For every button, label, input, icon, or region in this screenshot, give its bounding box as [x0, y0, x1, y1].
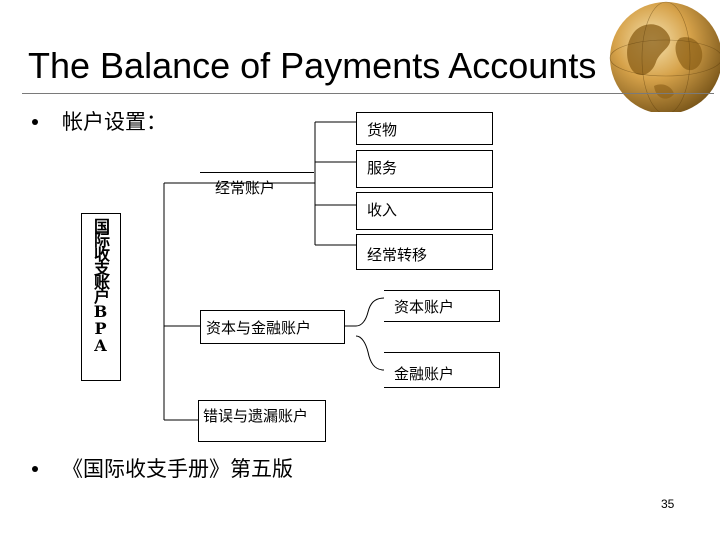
income-box: 收入: [356, 192, 493, 230]
slide-title: The Balance of Payments Accounts: [28, 45, 597, 86]
current-account-node: 经常账户: [200, 172, 314, 204]
errors-omissions-label: 错误与遗漏账户: [203, 407, 309, 425]
bpa-root-box: 国际收支账户BPA: [81, 213, 121, 381]
bpa-root-label: 国际收支账户BPA: [91, 218, 110, 353]
goods-label: 货物: [367, 121, 398, 139]
globe-icon: [609, 1, 720, 112]
capital-account-box: 资本账户: [384, 290, 500, 322]
title-divider: [22, 93, 714, 94]
current-transfers-label: 经常转移: [367, 246, 428, 264]
income-label: 收入: [367, 201, 398, 219]
current-account-label: 经常账户: [215, 179, 276, 197]
bullet-dot-icon: [32, 118, 38, 125]
bullet-item: 帐户设置：: [32, 108, 167, 136]
bullet-text: 帐户设置：: [62, 110, 167, 134]
capital-financial-account-box: 资本与金融账户: [200, 310, 345, 344]
bullet-dot-icon: [32, 465, 38, 472]
capital-account-label: 资本账户: [394, 298, 455, 316]
current-transfers-box: 经常转移: [356, 234, 493, 270]
financial-account-box: 金融账户: [384, 352, 500, 388]
services-box: 服务: [356, 150, 493, 188]
errors-omissions-box: 错误与遗漏账户: [198, 400, 326, 442]
services-label: 服务: [367, 159, 398, 177]
financial-account-label: 金融账户: [394, 365, 455, 383]
bullet-text: 《国际收支手册》第五版: [62, 457, 293, 481]
capital-financial-account-label: 资本与金融账户: [206, 319, 312, 337]
page-number: 35: [661, 497, 675, 511]
bullet-item: 《国际收支手册》第五版: [32, 455, 293, 483]
goods-box: 货物: [356, 112, 493, 145]
